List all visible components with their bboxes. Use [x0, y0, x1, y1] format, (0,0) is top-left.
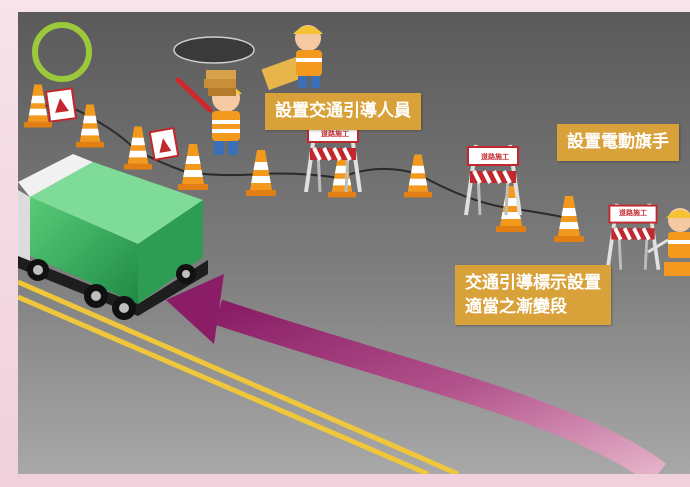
label-signs-line1: 交通引導標示設置: [465, 273, 601, 293]
svg-text:道路施工: 道路施工: [321, 129, 349, 138]
sign-stack-icon: [204, 70, 236, 96]
hang-warning-sign-icon: [44, 87, 180, 162]
label-traffic-guide-staff: 設置交通引導人員: [265, 93, 421, 130]
road-centerline: [18, 279, 459, 474]
worker-carrying-sign-icon: [261, 25, 323, 91]
label-guide-signs-taper: 交通引導標示設置 適當之漸變段: [455, 265, 611, 325]
label-signs-line2: 適當之漸變段: [465, 297, 567, 317]
road-scene: 道路施工 道路施工 道路施工: [18, 12, 690, 474]
vehicle-path-arrow-icon: [166, 274, 666, 474]
ring-marker-icon: [32, 22, 92, 82]
svg-text:道路施工: 道路施工: [619, 208, 647, 217]
barrier-sign-text: 道路施工 道路施工 道路施工: [321, 129, 647, 217]
svg-text:道路施工: 道路施工: [481, 152, 509, 161]
label-electric-flagger: 設置電動旗手: [557, 124, 679, 161]
truck-icon: [18, 154, 208, 320]
electric-flagger-icon: [647, 208, 690, 276]
manhole-icon: [173, 36, 255, 64]
